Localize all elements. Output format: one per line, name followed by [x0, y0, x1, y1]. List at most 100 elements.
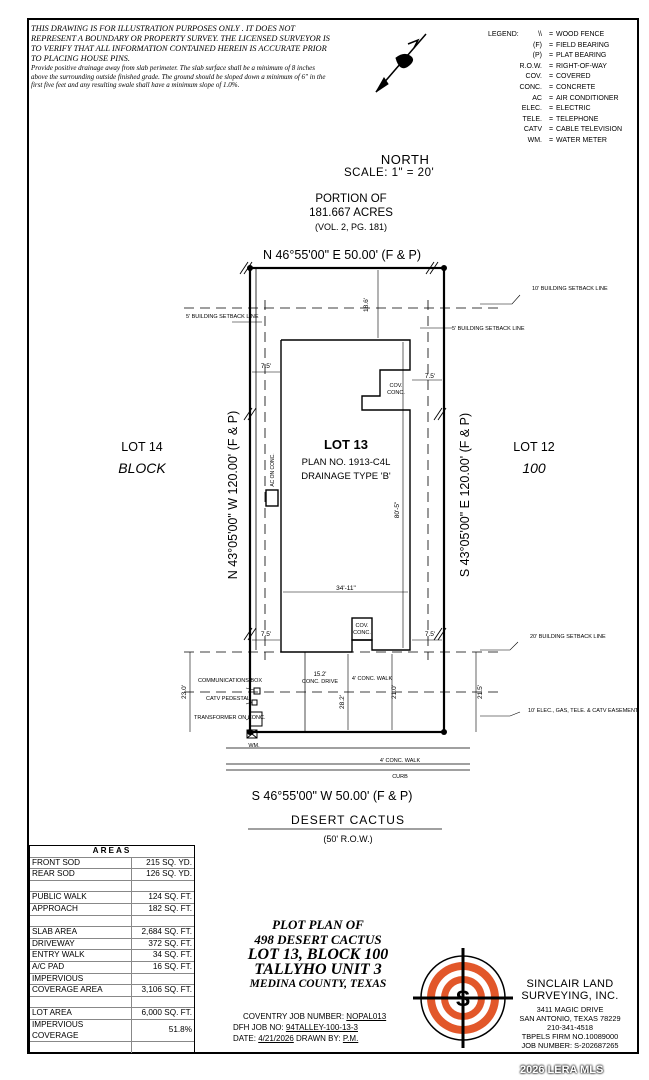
south-line-bearing: S 46°55'00" W 50.00' (F & P) — [252, 789, 413, 803]
areas-label: DRIVEWAY — [30, 937, 132, 950]
plot-plan-line3: LOT 13, BLOCK 100 — [247, 946, 389, 963]
surveyor-company: SINCLAIR LAND SURVEYING, INC. 3411 MAGIC… — [508, 978, 632, 1050]
vol-label: (VOL. 2, PG. 181) — [315, 222, 387, 232]
lot-boundary — [248, 266, 446, 734]
areas-label: FRONT SOD — [30, 856, 132, 869]
dimension-lines — [189, 270, 477, 732]
company-job: JOB NUMBER: S-202687265 — [521, 1041, 619, 1050]
portion-label: PORTION OF — [315, 193, 386, 205]
ac-on-conc-label: AC ON CONC. — [270, 453, 276, 486]
coventry-label: COVENTRY JOB NUMBER: — [243, 1012, 345, 1021]
legend-key: CATV — [523, 126, 542, 134]
fence-line — [249, 268, 257, 650]
corner-pin — [441, 729, 447, 735]
transformer-label: TRANSFORMER ON CONC. — [194, 715, 266, 721]
logo-letter: S — [456, 986, 471, 1011]
areas-title: AREAS — [92, 846, 132, 855]
curb-label: CURB — [392, 774, 408, 780]
surveyor-logo-icon: S — [413, 948, 513, 1048]
dim-rear-setback: 18.6' — [363, 298, 370, 312]
lot-12-label: LOT 12 — [513, 440, 555, 454]
legend-equals: = — [548, 52, 554, 60]
legend-key: TELE. — [522, 115, 542, 123]
north-line-bearing: N 46°55'00" E 50.00' (F & P) — [263, 248, 421, 262]
communications-box — [253, 687, 261, 695]
areas-label: A/C PAD — [30, 960, 132, 974]
dim-house-depth: 80'-5" — [394, 501, 401, 518]
areas-label — [30, 879, 132, 892]
cov-conc-bot-2: CONC. — [353, 630, 371, 636]
legend-equals: = — [548, 105, 554, 113]
drawn-label: DRAWN BY: — [296, 1034, 341, 1043]
areas-label: APPROACH — [30, 902, 132, 916]
east-line-bearing: S 43°05'00" E 120.00' (F & P) — [458, 413, 472, 577]
setback-20-label: 20' BUILDING SETBACK LINE — [530, 634, 606, 640]
legend-equals: = — [548, 31, 554, 38]
setback-10-label: 10' BUILDING SETBACK LINE — [532, 286, 608, 292]
company-addr1: 3411 MAGIC DRIVE — [536, 1005, 604, 1014]
areas-label: COVERAGE AREA — [30, 984, 132, 997]
areas-value: 215 SQ. YD. — [131, 856, 194, 869]
lot-14-label: LOT 14 — [121, 440, 163, 454]
plot-plan-line2: 498 DESERT CACTUS — [254, 932, 382, 947]
leader-lines — [232, 294, 521, 721]
plot-plan-title: PLOT PLAN OF 498 DESERT CACTUS LOT 13, B… — [228, 917, 408, 992]
legend-value: FIELD BEARING — [556, 41, 610, 49]
dim-right-bottom: 7.5' — [425, 631, 435, 638]
legend-equals: = — [548, 73, 554, 81]
disclaimer: THIS DRAWING IS FOR ILLUSTRATION PURPOSE… — [31, 24, 331, 90]
conc-walk-small-label: 4' CONC. WALK — [352, 676, 393, 682]
dim-front-21-0: 21.0' — [391, 685, 398, 699]
date-value: 4/21/2026 — [258, 1034, 294, 1043]
legend-equals: = — [548, 41, 554, 49]
dim-front-28: 28.2' — [339, 695, 346, 709]
legend-row: LEGEND:\\=WOOD FENCE — [478, 30, 622, 41]
comm-box-label: COMMUNICATIONS BOX — [198, 678, 262, 684]
disclaimer-body: Provide positive drainage away from slab… — [31, 64, 326, 89]
legend-equals: = — [548, 94, 554, 102]
areas-value: 16 SQ. FT. — [131, 960, 194, 974]
areas-value — [131, 914, 194, 927]
cov-conc-top-2: CONC. — [387, 390, 405, 396]
legend-value: WOOD FENCE — [556, 31, 605, 38]
legend-key: R.O.W. — [519, 62, 542, 70]
legend-value: RIGHT-OF-WAY — [556, 62, 607, 70]
corner-pin — [247, 265, 253, 271]
areas-label: SLAB AREA — [30, 926, 132, 939]
legend-row: AC=AIR CONDITIONER — [478, 94, 622, 105]
areas-label — [30, 1041, 132, 1053]
corner-pin — [441, 265, 447, 271]
areas-value: 3,106 SQ. FT. — [131, 984, 194, 997]
drawn-value: P.M. — [342, 1034, 359, 1043]
areas-value — [131, 995, 194, 1008]
areas-label: PUBLIC WALK — [30, 891, 132, 904]
street-name: DESERT CACTUS — [291, 813, 405, 827]
areas-value: 372 SQ. FT. — [131, 937, 194, 950]
cov-conc-bot-1: COV. — [356, 623, 369, 629]
dim-left-bottom: 7.5' — [261, 631, 271, 638]
block-number-label: 100 — [522, 460, 546, 476]
dfh-value: 94TALLEY-100-13-3 — [285, 1023, 358, 1032]
drawing-frame — [27, 18, 639, 1054]
areas-label: IMPERVIOUS — [30, 972, 132, 985]
areas-row — [30, 1041, 194, 1053]
job-info: COVENTRY JOB NUMBER: NOPAL013 DFH JOB NO… — [233, 1011, 386, 1044]
legend-value: CABLE TELEVISION — [556, 126, 623, 134]
plot-plan-line5: MEDINA COUNTY, TEXAS — [249, 978, 387, 990]
legend-key: (P) — [532, 52, 542, 60]
legend-row: R.O.W.=RIGHT-OF-WAY — [478, 62, 622, 73]
north-label: NORTH — [380, 152, 430, 167]
north-arrow-icon — [375, 33, 427, 93]
areas-value — [131, 972, 194, 985]
mls-watermark: 2026 LERA MLS — [520, 1064, 604, 1076]
legend-value: COVERED — [556, 73, 591, 81]
legend-title: LEGEND: — [488, 31, 519, 38]
areas-value: 2,684 SQ. FT. — [131, 926, 194, 939]
